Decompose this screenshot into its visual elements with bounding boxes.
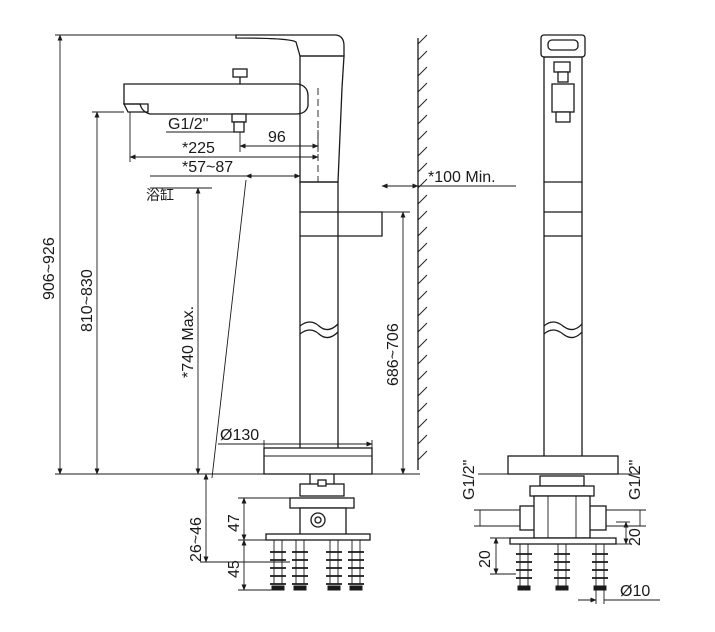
anchor-depth-bottom-label: 45 <box>226 560 243 578</box>
base-diameter-label: Ø130 <box>220 427 259 444</box>
spout-height-label: 810~830 <box>79 269 96 332</box>
dimension-lines-left <box>55 34 516 591</box>
faucet-front-view <box>507 34 619 475</box>
anchor-depth-top-label: 47 <box>226 514 243 532</box>
faucet-side-view <box>122 34 418 479</box>
inlet-right-thread-label: G1/2" <box>627 460 644 500</box>
body-height-label: 686~706 <box>385 323 402 386</box>
overall-height-label: 906~926 <box>41 237 58 300</box>
side-depth-right-label: 20 <box>627 528 644 546</box>
rim-gap-label: *57~87 <box>182 159 233 176</box>
mounting-kit-front <box>478 473 640 591</box>
floor-adjust-label: 26~46 <box>188 517 205 562</box>
inlet-left-thread-label: G1/2" <box>461 460 478 500</box>
mounting-kit-side <box>265 474 371 591</box>
spout-reach-label: *225 <box>182 140 215 157</box>
wall-clearance-label: *100 Min. <box>428 169 496 186</box>
side-depth-left-label: 20 <box>477 550 494 568</box>
anchor-diameter-label: Ø10 <box>620 583 650 600</box>
wall <box>417 34 428 470</box>
outlet-offset-label: 96 <box>268 129 286 146</box>
bathtub-height-label: *740 Max. <box>180 306 197 378</box>
dimension-lines-right <box>474 509 660 604</box>
hand-shower-thread-label: G1/2" <box>168 116 208 133</box>
bathtub-label: 浴缸 <box>146 187 174 204</box>
